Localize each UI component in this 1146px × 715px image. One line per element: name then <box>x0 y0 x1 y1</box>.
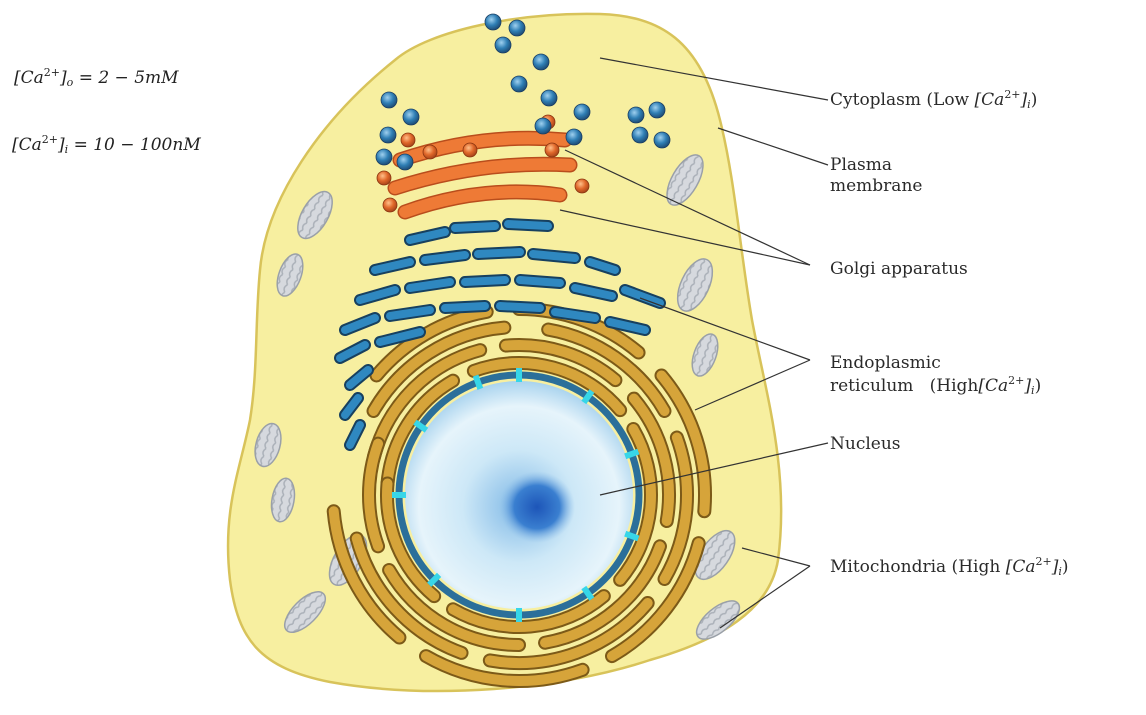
label-cytoplasm: Cytoplasm (Low [Ca2+]i) <box>830 88 1037 112</box>
er-segment <box>478 252 520 254</box>
golgi-vesicle <box>377 171 391 185</box>
er-segment <box>445 306 485 308</box>
er-segment <box>465 280 505 282</box>
nuclear-pore <box>516 368 522 382</box>
label-nucleus: Nucleus <box>830 434 901 455</box>
vesicle <box>632 127 648 143</box>
vesicle <box>566 129 582 145</box>
label-golgi-apparatus: Golgi apparatus <box>830 259 968 280</box>
vesicle <box>541 90 557 106</box>
vesicle <box>654 132 670 148</box>
er-segment <box>500 306 540 308</box>
vesicle <box>380 127 396 143</box>
nucleolus <box>499 471 575 543</box>
vesicle <box>628 107 644 123</box>
golgi-vesicle <box>423 145 437 159</box>
er-segment <box>425 255 465 260</box>
extracellular-calcium-equation: [Ca2+]o = 2 − 5mM <box>14 66 179 89</box>
vesicle <box>495 37 511 53</box>
vesicle <box>485 14 501 30</box>
golgi-vesicle <box>463 143 477 157</box>
leader-plasma-membrane <box>718 128 828 165</box>
nuclear-pore <box>392 492 406 498</box>
golgi-vesicle <box>383 198 397 212</box>
nuclear-pore <box>516 608 522 622</box>
vesicle <box>649 102 665 118</box>
vesicle <box>376 149 392 165</box>
vesicle <box>535 118 551 134</box>
vesicle <box>397 154 413 170</box>
er-segment <box>533 254 575 258</box>
golgi-vesicle <box>401 133 415 147</box>
er-segment <box>455 226 495 228</box>
vesicle <box>574 104 590 120</box>
label-endoplasmic-reticulum: Endoplasmic reticulum (High[Ca2+]i) <box>830 353 1041 398</box>
golgi-vesicle <box>575 179 589 193</box>
label-plasma-membrane: Plasma membrane <box>830 155 922 198</box>
er-segment <box>508 224 548 226</box>
vesicle <box>511 76 527 92</box>
vesicle <box>509 20 525 36</box>
vesicle <box>403 109 419 125</box>
er-segment <box>520 280 560 283</box>
vesicle <box>381 92 397 108</box>
intracellular-calcium-equation: [Ca2+]i = 10 − 100nM <box>12 133 201 156</box>
golgi-vesicle <box>545 143 559 157</box>
label-mitochondria: Mitochondria (High [Ca2+]i) <box>830 555 1069 579</box>
vesicle <box>533 54 549 70</box>
